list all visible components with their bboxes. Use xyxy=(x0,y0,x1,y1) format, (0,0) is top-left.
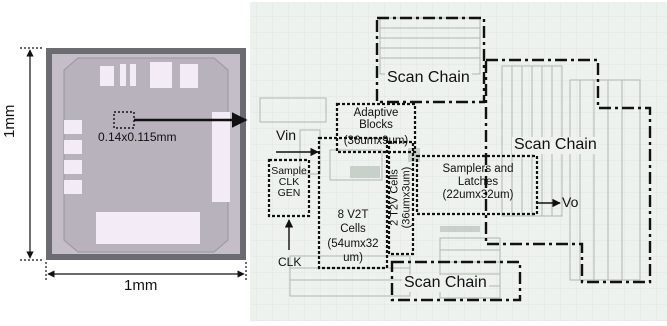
t2v-line2: (36umx3um) xyxy=(400,166,412,229)
adaptive-title: Adaptive xyxy=(353,107,399,119)
adaptive-blocks-outline xyxy=(335,102,417,154)
samplers-label: Samplers and Latches (22umx32um) xyxy=(420,163,536,203)
v2t-line2: Cells xyxy=(340,223,366,236)
samplers-outline xyxy=(415,154,539,216)
vin-label: Vin xyxy=(276,127,296,143)
t2v-line1: 2 T2V Cells xyxy=(388,169,401,226)
height-label: 1mm xyxy=(1,104,18,138)
scan-chain-outline-right xyxy=(484,58,652,284)
v2t-cells-label: 8 V2T Cells (54umx32 um) xyxy=(319,208,387,266)
clk-label: CLK xyxy=(278,255,302,269)
sample-line1: Sample xyxy=(271,165,307,177)
sample-line2: CLK xyxy=(278,176,300,189)
v2t-line4: um) xyxy=(343,252,363,265)
adaptive-size: (36umx9um) xyxy=(343,135,409,148)
scan-chain-outline-bottom xyxy=(390,260,522,302)
scan-chain-right-label: Scan Chain xyxy=(512,136,599,154)
width-label: 1mm xyxy=(124,277,158,294)
die-dimensions xyxy=(20,47,247,282)
samplers-line1: Samplers and xyxy=(442,163,514,175)
sample-clk-gen-outline xyxy=(267,158,311,218)
sample-clk-gen-label: Sample CLK GEN xyxy=(269,165,309,200)
t2v-cells-label: 2 T2V Cells (36umx3um) xyxy=(388,143,412,253)
v2t-line1: 8 V2T xyxy=(337,209,369,221)
sample-line3: GEN xyxy=(277,187,301,200)
vo-label: Vo xyxy=(562,194,579,210)
samplers-line3: (22umx32um) xyxy=(442,189,514,202)
adaptive-title2: Blocks xyxy=(359,119,393,132)
scan-chain-outline-top xyxy=(375,16,486,104)
t2v-cells-outline xyxy=(387,140,415,256)
v2t-cells-outline xyxy=(317,136,389,270)
samplers-line2: Latches xyxy=(457,176,499,189)
scan-chain-top-label: Scan Chain xyxy=(385,69,472,87)
layout-view xyxy=(250,2,667,321)
adaptive-blocks-label: Adaptive Blocks (36umx9um) xyxy=(337,107,415,147)
die-photo xyxy=(46,48,246,260)
scan-chain-bottom-label: Scan Chain xyxy=(402,274,489,292)
v2t-line3: (54umx32 xyxy=(327,237,379,250)
core-size-label: 0.14x0.115mm xyxy=(98,130,177,144)
